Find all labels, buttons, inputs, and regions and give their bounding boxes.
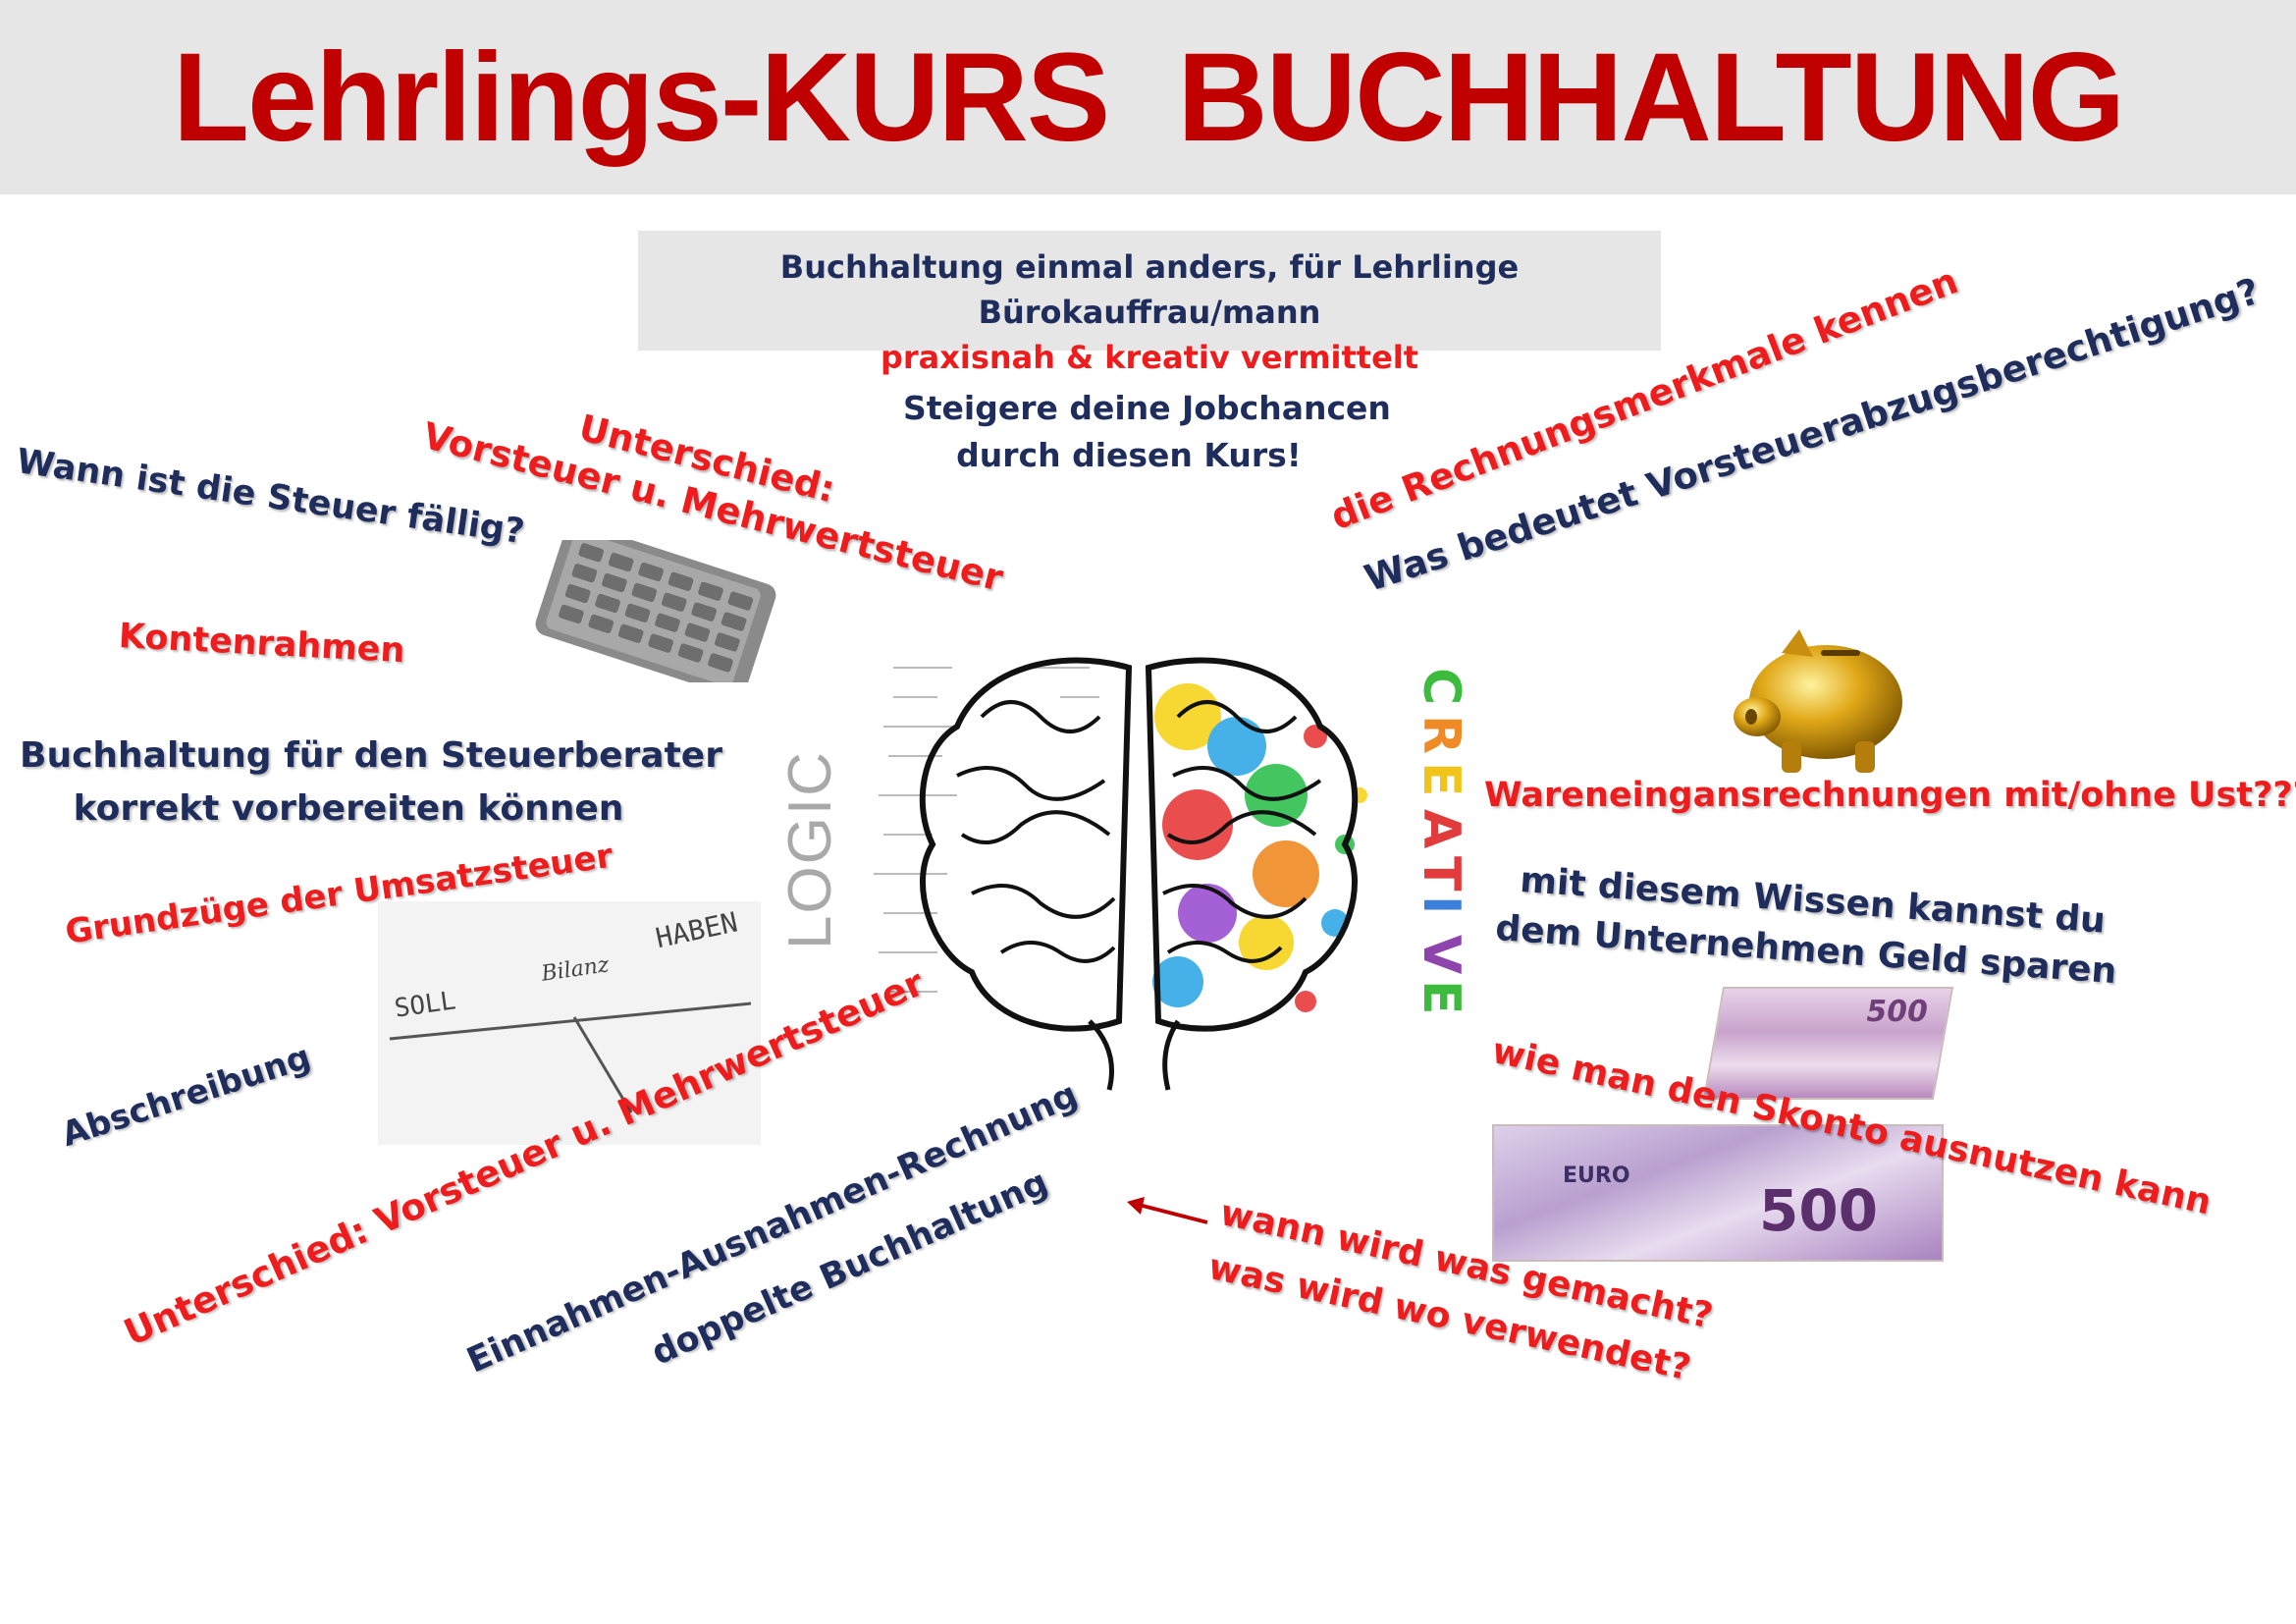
jobchancen-text: Steigere deine Jobchancen durch diesen K…	[903, 389, 1391, 474]
topic-abschreibung: Abschreibung	[57, 1037, 316, 1156]
ledger-image	[378, 901, 761, 1145]
banknote-value: 500	[1759, 1177, 1879, 1244]
creative-letter: V	[1412, 935, 1470, 975]
banknote-value: 500	[1862, 995, 1931, 1029]
calculator-image	[535, 540, 776, 682]
money-stack-bottom: EURO 500	[1492, 1124, 1944, 1262]
brain-illustration	[874, 657, 1367, 1091]
arrow-left-icon	[1127, 1197, 1208, 1224]
creative-letter: I	[1412, 895, 1470, 915]
creative-letter: E	[1412, 762, 1470, 797]
creative-letter: C	[1412, 668, 1470, 706]
header-bar	[0, 0, 2296, 194]
subtitle-line2: praxisnah & kreativ vermittelt	[880, 339, 1419, 376]
banknote-currency: EURO	[1563, 1164, 1630, 1188]
creative-letter: T	[1412, 856, 1470, 892]
ledger-lines	[389, 1001, 752, 1113]
logic-label: LOGIC	[776, 750, 844, 949]
topic-kontenrahmen: Kontenrahmen	[117, 617, 406, 672]
creative-letter: R	[1412, 715, 1470, 755]
subtitle-line1: Buchhaltung einmal anders, für Lehrlinge…	[779, 248, 1520, 331]
title-right: BUCHHALTUNG	[1177, 27, 2125, 168]
subtitle-box: Buchhaltung einmal anders, für Lehrlinge…	[638, 231, 1661, 376]
page-title: Lehrlings-KURS BUCHHALTUNG	[0, 0, 2296, 194]
title-left: Lehrlings-KURS	[172, 27, 1110, 168]
creative-letter: A	[1412, 809, 1470, 849]
piggy-bank-image	[1734, 629, 1902, 773]
topic-buchhaltung-steuerberater: Buchhaltung für den Steuerberater korrek…	[20, 735, 722, 829]
topic-wareneingang: Wareneingansrechnungen mit/ohne Ust???	[1484, 776, 2296, 815]
creative-letter: E	[1412, 980, 1470, 1015]
